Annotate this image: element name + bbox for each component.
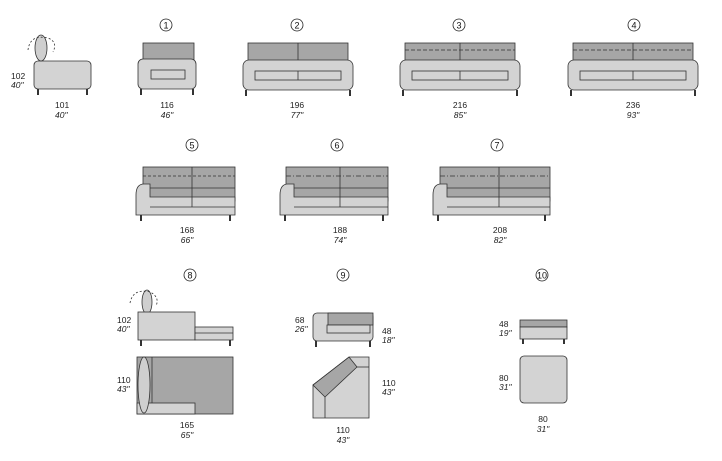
module-9-corner-side: [312, 312, 374, 347]
module-4-badge-circle: [627, 18, 641, 32]
module-5-badge-circle: [185, 138, 199, 152]
module-9-arm-height-in: 18": [382, 335, 395, 345]
module-1-badge-circle: [159, 18, 173, 32]
module-8-depth: 110: [117, 375, 131, 385]
module-6-sofa: [279, 166, 389, 221]
module-5-width-in: 66": [181, 235, 194, 245]
module-8-badge-circle: [183, 268, 197, 282]
module-4-width-in: 93": [627, 110, 640, 120]
module-9-depth-in: 43": [382, 387, 395, 397]
module-7-badge-circle: [490, 138, 504, 152]
module-10-height-in: 19": [499, 328, 512, 338]
module-9-corner-plan: [312, 356, 370, 419]
module-9-depth: 110: [382, 378, 396, 388]
module-10-height: 48: [499, 319, 509, 329]
module-2-badge-circle: [290, 18, 304, 32]
module-10-depth-in: 31": [499, 382, 512, 392]
module-3-width: 216: [453, 100, 467, 110]
module-3-sofa: [399, 42, 521, 96]
side-view-height: 102: [11, 71, 25, 81]
module-7-number: 7: [494, 141, 499, 151]
module-8-chaise-side: [129, 289, 234, 346]
side-view-height-in: 40": [11, 80, 24, 90]
module-9-width-in: 43": [337, 435, 350, 445]
module-9-arm-height: 48: [382, 326, 392, 336]
module-9-width: 110: [336, 425, 350, 435]
module-1-width: 116: [160, 100, 174, 110]
module-4-number: 4: [631, 21, 636, 31]
side-view-module: [27, 34, 92, 95]
module-7-width: 208: [493, 225, 507, 235]
module-10-ottoman-side: [519, 319, 568, 344]
side-view-width: 101: [55, 100, 69, 110]
module-10-badge-circle: [535, 268, 549, 282]
module-2-width: 196: [290, 100, 304, 110]
module-7-width-in: 82": [494, 235, 507, 245]
module-4-width: 236: [626, 100, 640, 110]
module-8-height: 102: [117, 315, 131, 325]
module-9-number: 9: [340, 271, 345, 281]
module-8-number: 8: [187, 271, 192, 281]
module-10-width: 80: [538, 414, 548, 424]
module-1-width-in: 46": [161, 110, 174, 120]
module-4-sofa: [567, 42, 699, 96]
module-2-width-in: 77": [291, 110, 304, 120]
module-5-number: 5: [189, 141, 194, 151]
module-8-depth-in: 43": [117, 384, 130, 394]
module-9-seat-height-in: 26": [294, 324, 308, 334]
module-3-badge-circle: [452, 18, 466, 32]
module-1-number: 1: [163, 21, 168, 31]
module-10-depth: 80: [499, 373, 509, 383]
module-10-number: 10: [537, 271, 547, 281]
module-10-ottoman-plan: [519, 355, 568, 404]
module-9-badge-circle: [336, 268, 350, 282]
module-6-width: 188: [333, 225, 347, 235]
module-7-sofa: [432, 166, 551, 221]
module-2-number: 2: [294, 21, 299, 31]
side-view-width-in: 40": [55, 110, 68, 120]
module-6-width-in: 74": [334, 235, 347, 245]
module-3-number: 3: [456, 21, 461, 31]
module-8-width-in: 65": [181, 430, 194, 440]
module-2-sofa: [242, 42, 354, 96]
module-10-width-in: 31": [537, 424, 550, 434]
module-6-badge-circle: [330, 138, 344, 152]
module-5-sofa: [135, 166, 236, 221]
module-6-number: 6: [334, 141, 339, 151]
module-3-width-in: 85": [454, 110, 467, 120]
module-8-height-in: 40": [117, 324, 130, 334]
module-1-armchair: [137, 42, 197, 95]
module-8-width: 165: [180, 420, 194, 430]
module-9-seat-height: 68: [295, 315, 305, 325]
module-8-chaise-plan: [136, 356, 234, 415]
module-5-width: 168: [180, 225, 194, 235]
